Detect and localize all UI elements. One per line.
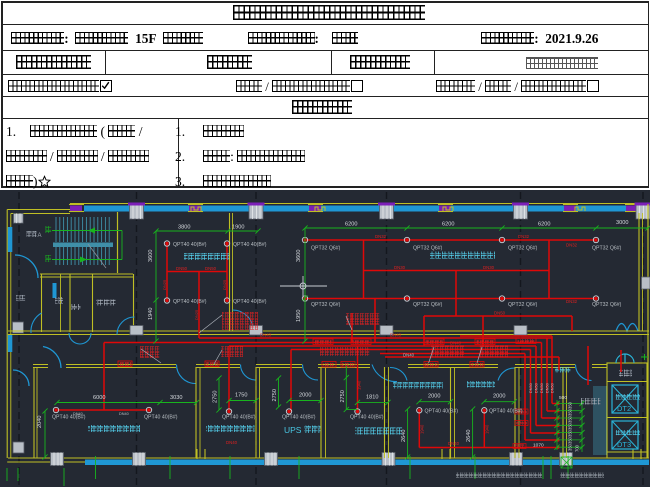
svg-text:QPT40 40(B#): QPT40 40(B#) [425, 409, 459, 415]
svg-text:1940: 1940 [485, 424, 490, 434]
svg-text:QPT40 40(B#): QPT40 40(B#) [173, 299, 207, 305]
svg-text:QPT32 Q6#): QPT32 Q6#) [508, 302, 538, 308]
svg-text:QPT32 Q6#): QPT32 Q6#) [413, 246, 443, 252]
svg-text:500: 500 [559, 395, 567, 401]
svg-text:DN30: DN30 [483, 265, 495, 270]
svg-text:2000: 2000 [428, 394, 440, 400]
svg-text:350: 350 [568, 408, 573, 416]
svg-text:QPT40 40(B#): QPT40 40(B#) [233, 242, 267, 248]
svg-text:QPT32 Q6#): QPT32 Q6#) [311, 246, 341, 252]
svg-text:1070: 1070 [533, 443, 544, 449]
svg-text:2000: 2000 [299, 393, 311, 399]
svg-text:1940: 1940 [148, 308, 154, 320]
svg-text:DN30: DN30 [394, 265, 406, 270]
svg-text:3800: 3800 [178, 225, 190, 231]
svg-text:QPT40 40(B#): QPT40 40(B#) [489, 409, 523, 415]
svg-text:1900: 1900 [232, 225, 244, 231]
svg-text:DN50: DN50 [535, 383, 539, 393]
svg-text:DN40: DN40 [448, 441, 460, 446]
svg-text:QPT32 Q6#): QPT32 Q6#) [592, 246, 622, 252]
svg-text:DN32: DN32 [518, 234, 530, 239]
svg-text:3600: 3600 [148, 250, 154, 262]
svg-text:DN50: DN50 [494, 311, 506, 316]
svg-text:350: 350 [568, 415, 573, 423]
svg-text:1940: 1940 [357, 380, 362, 390]
svg-text:QPT40 40(B#): QPT40 40(B#) [282, 415, 316, 421]
svg-text:700: 700 [575, 444, 580, 452]
svg-text:2750: 2750 [272, 389, 278, 401]
svg-text:DN40: DN40 [226, 440, 238, 445]
svg-text:DT2: DT2 [617, 404, 631, 413]
svg-text:350: 350 [568, 401, 573, 409]
svg-text:2640: 2640 [466, 430, 472, 442]
svg-text:2640: 2640 [401, 430, 407, 442]
svg-text:DN50: DN50 [205, 266, 217, 271]
svg-text:DN25: DN25 [162, 279, 167, 290]
svg-text:DN25: DN25 [222, 279, 227, 290]
svg-text:2750: 2750 [340, 390, 346, 402]
svg-text:DT3: DT3 [617, 440, 631, 449]
svg-text:350: 350 [568, 422, 573, 430]
svg-text:QPT40 40(B#): QPT40 40(B#) [350, 415, 384, 421]
svg-text:DN32: DN32 [566, 243, 578, 248]
svg-text:DN40: DN40 [260, 333, 272, 338]
svg-text:QPT32 Q6#): QPT32 Q6#) [508, 246, 538, 252]
svg-text:DN50: DN50 [176, 266, 188, 271]
svg-text:DN50: DN50 [529, 383, 533, 393]
svg-text:QPT40 40(B#): QPT40 40(B#) [173, 242, 207, 248]
svg-text:3000: 3000 [616, 220, 628, 226]
svg-text:DN50: DN50 [540, 383, 544, 393]
svg-text:6200: 6200 [442, 222, 454, 228]
svg-text:QPT40 40(B#): QPT40 40(B#) [144, 415, 178, 421]
svg-text:DN32: DN32 [375, 234, 387, 239]
svg-text:DN40: DN40 [119, 412, 129, 416]
svg-text:350: 350 [568, 429, 573, 437]
svg-text:DN40: DN40 [73, 412, 83, 416]
svg-text:6200: 6200 [538, 222, 550, 228]
svg-text:A: A [38, 233, 42, 239]
svg-text:1950: 1950 [296, 310, 302, 322]
svg-text:DN50: DN50 [546, 383, 550, 393]
svg-text:350: 350 [568, 443, 573, 451]
svg-text:QPT40 40(B#): QPT40 40(B#) [233, 299, 267, 305]
svg-text:DN50: DN50 [551, 383, 555, 393]
svg-text:QPT32 Q6#): QPT32 Q6#) [311, 302, 341, 308]
svg-text:3030: 3030 [170, 395, 182, 401]
svg-text:DN40: DN40 [450, 341, 462, 346]
svg-text:6200: 6200 [345, 222, 357, 228]
svg-text:DN40: DN40 [390, 333, 402, 338]
svg-text:UPS: UPS [284, 425, 302, 435]
svg-text:2000: 2000 [493, 394, 505, 400]
svg-text:QPT40 40(B#): QPT40 40(B#) [222, 415, 256, 421]
svg-text:1750: 1750 [235, 393, 247, 399]
svg-text:QPT40 40(B#): QPT40 40(B#) [52, 415, 86, 421]
svg-text:DN32: DN32 [566, 299, 578, 304]
svg-text:6000: 6000 [93, 395, 105, 401]
svg-text:DN25: DN25 [194, 309, 199, 320]
svg-text:DN40: DN40 [403, 353, 415, 358]
svg-text:350: 350 [568, 436, 573, 444]
svg-text:2750: 2750 [213, 391, 219, 403]
svg-text:QPT32 Q6#): QPT32 Q6#) [413, 302, 443, 308]
svg-text:QPT32 Q6#): QPT32 Q6#) [592, 302, 622, 308]
svg-text:2040: 2040 [37, 416, 43, 428]
svg-text:1940: 1940 [420, 424, 425, 434]
svg-text:3600: 3600 [296, 250, 302, 262]
svg-text:1810: 1810 [366, 394, 378, 400]
